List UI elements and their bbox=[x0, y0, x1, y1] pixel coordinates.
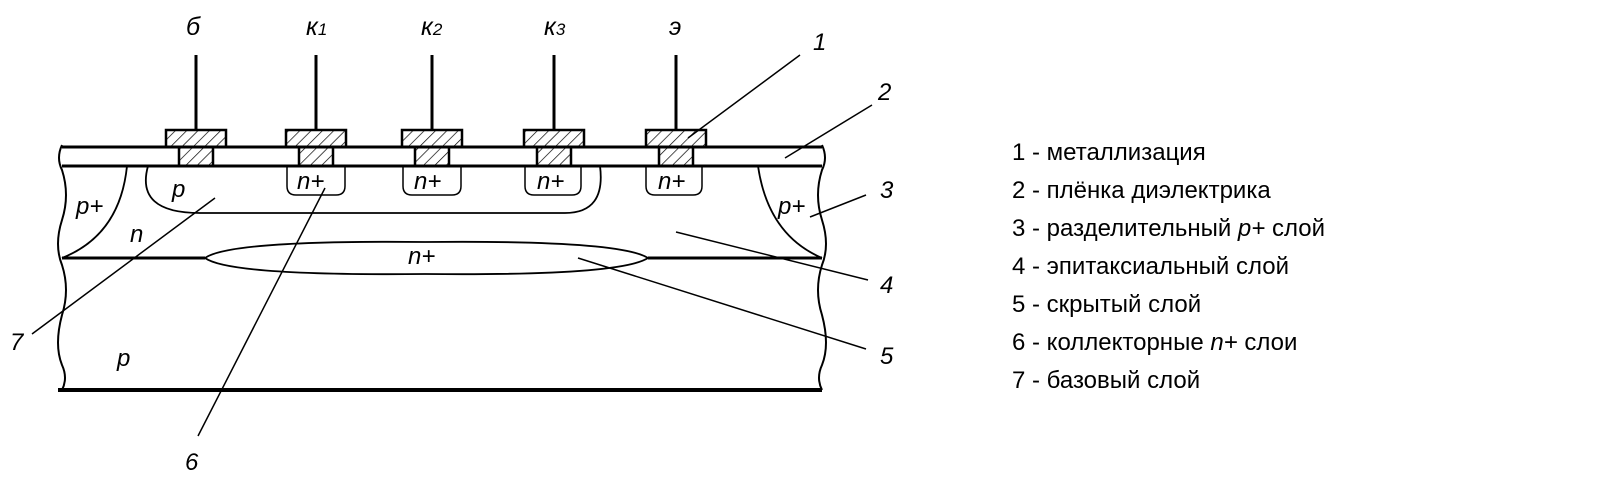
metal-contact-base bbox=[164, 128, 228, 168]
right-cut-edge bbox=[817, 144, 827, 391]
region-label-isolation-left: p+ bbox=[75, 193, 103, 220]
region-label-substrate: p bbox=[116, 345, 130, 372]
legend-item-2: 2 - плёнка диэлектрика bbox=[1012, 177, 1271, 204]
legend-item-6: 6 - коллекторные n+ слои bbox=[1012, 329, 1298, 356]
collector1-pocket bbox=[286, 166, 346, 196]
legend-item-7: 7 - базовый слой bbox=[1012, 367, 1201, 394]
buried-layer bbox=[203, 240, 650, 276]
leader-3 bbox=[809, 194, 867, 218]
legend: 1 - металлизация 2 - плёнка диэлектрика … bbox=[1012, 134, 1325, 400]
leader-4 bbox=[675, 231, 869, 281]
callout-1: 1 bbox=[813, 29, 826, 56]
region-label-buried: n+ bbox=[408, 243, 435, 270]
metal-contacts bbox=[164, 55, 708, 168]
region-label-collector1: n+ bbox=[297, 168, 324, 195]
callout-5: 5 bbox=[880, 343, 894, 370]
leader-6 bbox=[197, 187, 326, 437]
base-region bbox=[145, 165, 602, 214]
isolation-right bbox=[757, 165, 823, 259]
terminal-label-emitter: э bbox=[669, 13, 681, 41]
callout-leaders bbox=[31, 54, 873, 437]
region-label-base: p bbox=[171, 176, 185, 203]
leader-2 bbox=[784, 104, 873, 159]
isolation-left bbox=[61, 165, 128, 259]
region-label-collector3: n+ bbox=[537, 168, 564, 195]
region-label-emitter: n+ bbox=[658, 168, 685, 195]
collector3-pocket bbox=[524, 166, 582, 196]
legend-item-1: 1 - металлизация bbox=[1012, 139, 1206, 166]
emitter-pocket bbox=[645, 166, 703, 196]
metal-contact-emitter bbox=[644, 128, 708, 168]
leader-7 bbox=[31, 197, 216, 335]
region-label-epitaxial: n bbox=[130, 221, 143, 248]
collector2-pocket bbox=[402, 166, 462, 196]
legend-item-3: 3 - разделительный p+ слой bbox=[1012, 215, 1325, 242]
callout-6: 6 bbox=[185, 449, 199, 476]
callout-3: 3 bbox=[880, 177, 894, 204]
terminal-label-collector1: к1 bbox=[306, 13, 327, 41]
left-cut-edge bbox=[57, 144, 67, 391]
leader-1 bbox=[687, 54, 801, 139]
metal-contact-collector2 bbox=[400, 128, 464, 168]
metal-contact-collector3 bbox=[522, 128, 586, 168]
region-label-collector2: n+ bbox=[414, 168, 441, 195]
callout-4: 4 bbox=[880, 272, 893, 299]
callout-7: 7 bbox=[10, 329, 25, 356]
terminal-label-collector3: к3 bbox=[544, 13, 566, 41]
terminal-label-collector2: к2 bbox=[421, 13, 443, 41]
terminal-label-base: б bbox=[186, 13, 201, 41]
legend-item-5: 5 - скрытый слой bbox=[1012, 291, 1202, 318]
legend-item-4: 4 - эпитаксиальный слой bbox=[1012, 253, 1290, 280]
callout-2: 2 bbox=[877, 79, 891, 106]
leader-5 bbox=[577, 257, 867, 350]
metal-contact-collector1 bbox=[284, 128, 348, 168]
region-label-isolation-right: p+ bbox=[777, 193, 805, 220]
